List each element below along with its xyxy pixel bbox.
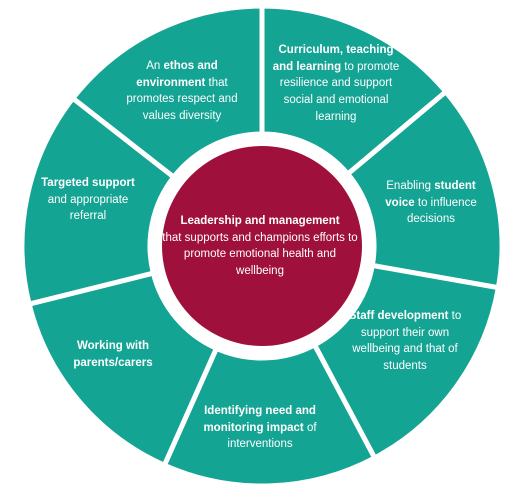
segment-targeted-support-post: and appropriate referral [47, 193, 129, 223]
segment-ethos-bold: ethos and environment [136, 60, 218, 89]
segment-targeted-support-text: Targeted support and appropriate referra… [38, 175, 138, 225]
segment-ethos [69, 3, 265, 181]
segments-layer [19, 3, 505, 489]
segment-ethos-post: that promotes respect and values diversi… [126, 76, 238, 123]
segment-curriculum-bold: Curriculum, teaching and learning [272, 44, 394, 73]
segment-student-voice-bold: student voice [385, 180, 476, 209]
segment-parents-carers-text: Working with parents/carers [58, 338, 168, 371]
segment-targeted-support-bold: Targeted support [41, 177, 135, 189]
segment-parents-carers-bold: Working with parents/carers [73, 340, 153, 369]
segment-identifying-need-text: Identifying need and monitoring impact o… [190, 403, 330, 453]
segment-parents-carers [26, 270, 220, 469]
segment-identifying-need [161, 341, 379, 489]
segment-curriculum-post: to promote resilience and support social… [279, 60, 400, 123]
segment-identifying-need-bold: Identifying need and monitoring impact [203, 405, 316, 434]
segment-curriculum [259, 3, 450, 178]
segment-ethos-text: An ethos and environment that promotes r… [112, 58, 252, 125]
segment-student-voice-post: to influence decisions [407, 196, 477, 226]
segment-staff-development-post: to support their own wellbeing and that … [352, 310, 462, 373]
center-body: that supports and champions efforts to p… [162, 231, 358, 278]
segment-curriculum-text: Curriculum, teaching and learning to pro… [272, 42, 400, 125]
segment-staff-development-text: Staff development to support their own w… [342, 308, 468, 375]
segment-staff-development-bold: Staff development [348, 310, 449, 322]
center-title: Leadership and management [180, 215, 340, 227]
center-disc [162, 146, 362, 346]
segment-staff-development [311, 262, 502, 462]
segment-ethos-pre: An [146, 60, 164, 72]
segment-student-voice [344, 88, 505, 291]
segment-student-voice-text: Enabling student voice to influence deci… [382, 178, 480, 228]
segment-identifying-need-post: of interventions [227, 421, 317, 451]
segment-student-voice-pre: Enabling [386, 180, 435, 192]
center-text: Leadership and management that supports … [160, 213, 360, 280]
